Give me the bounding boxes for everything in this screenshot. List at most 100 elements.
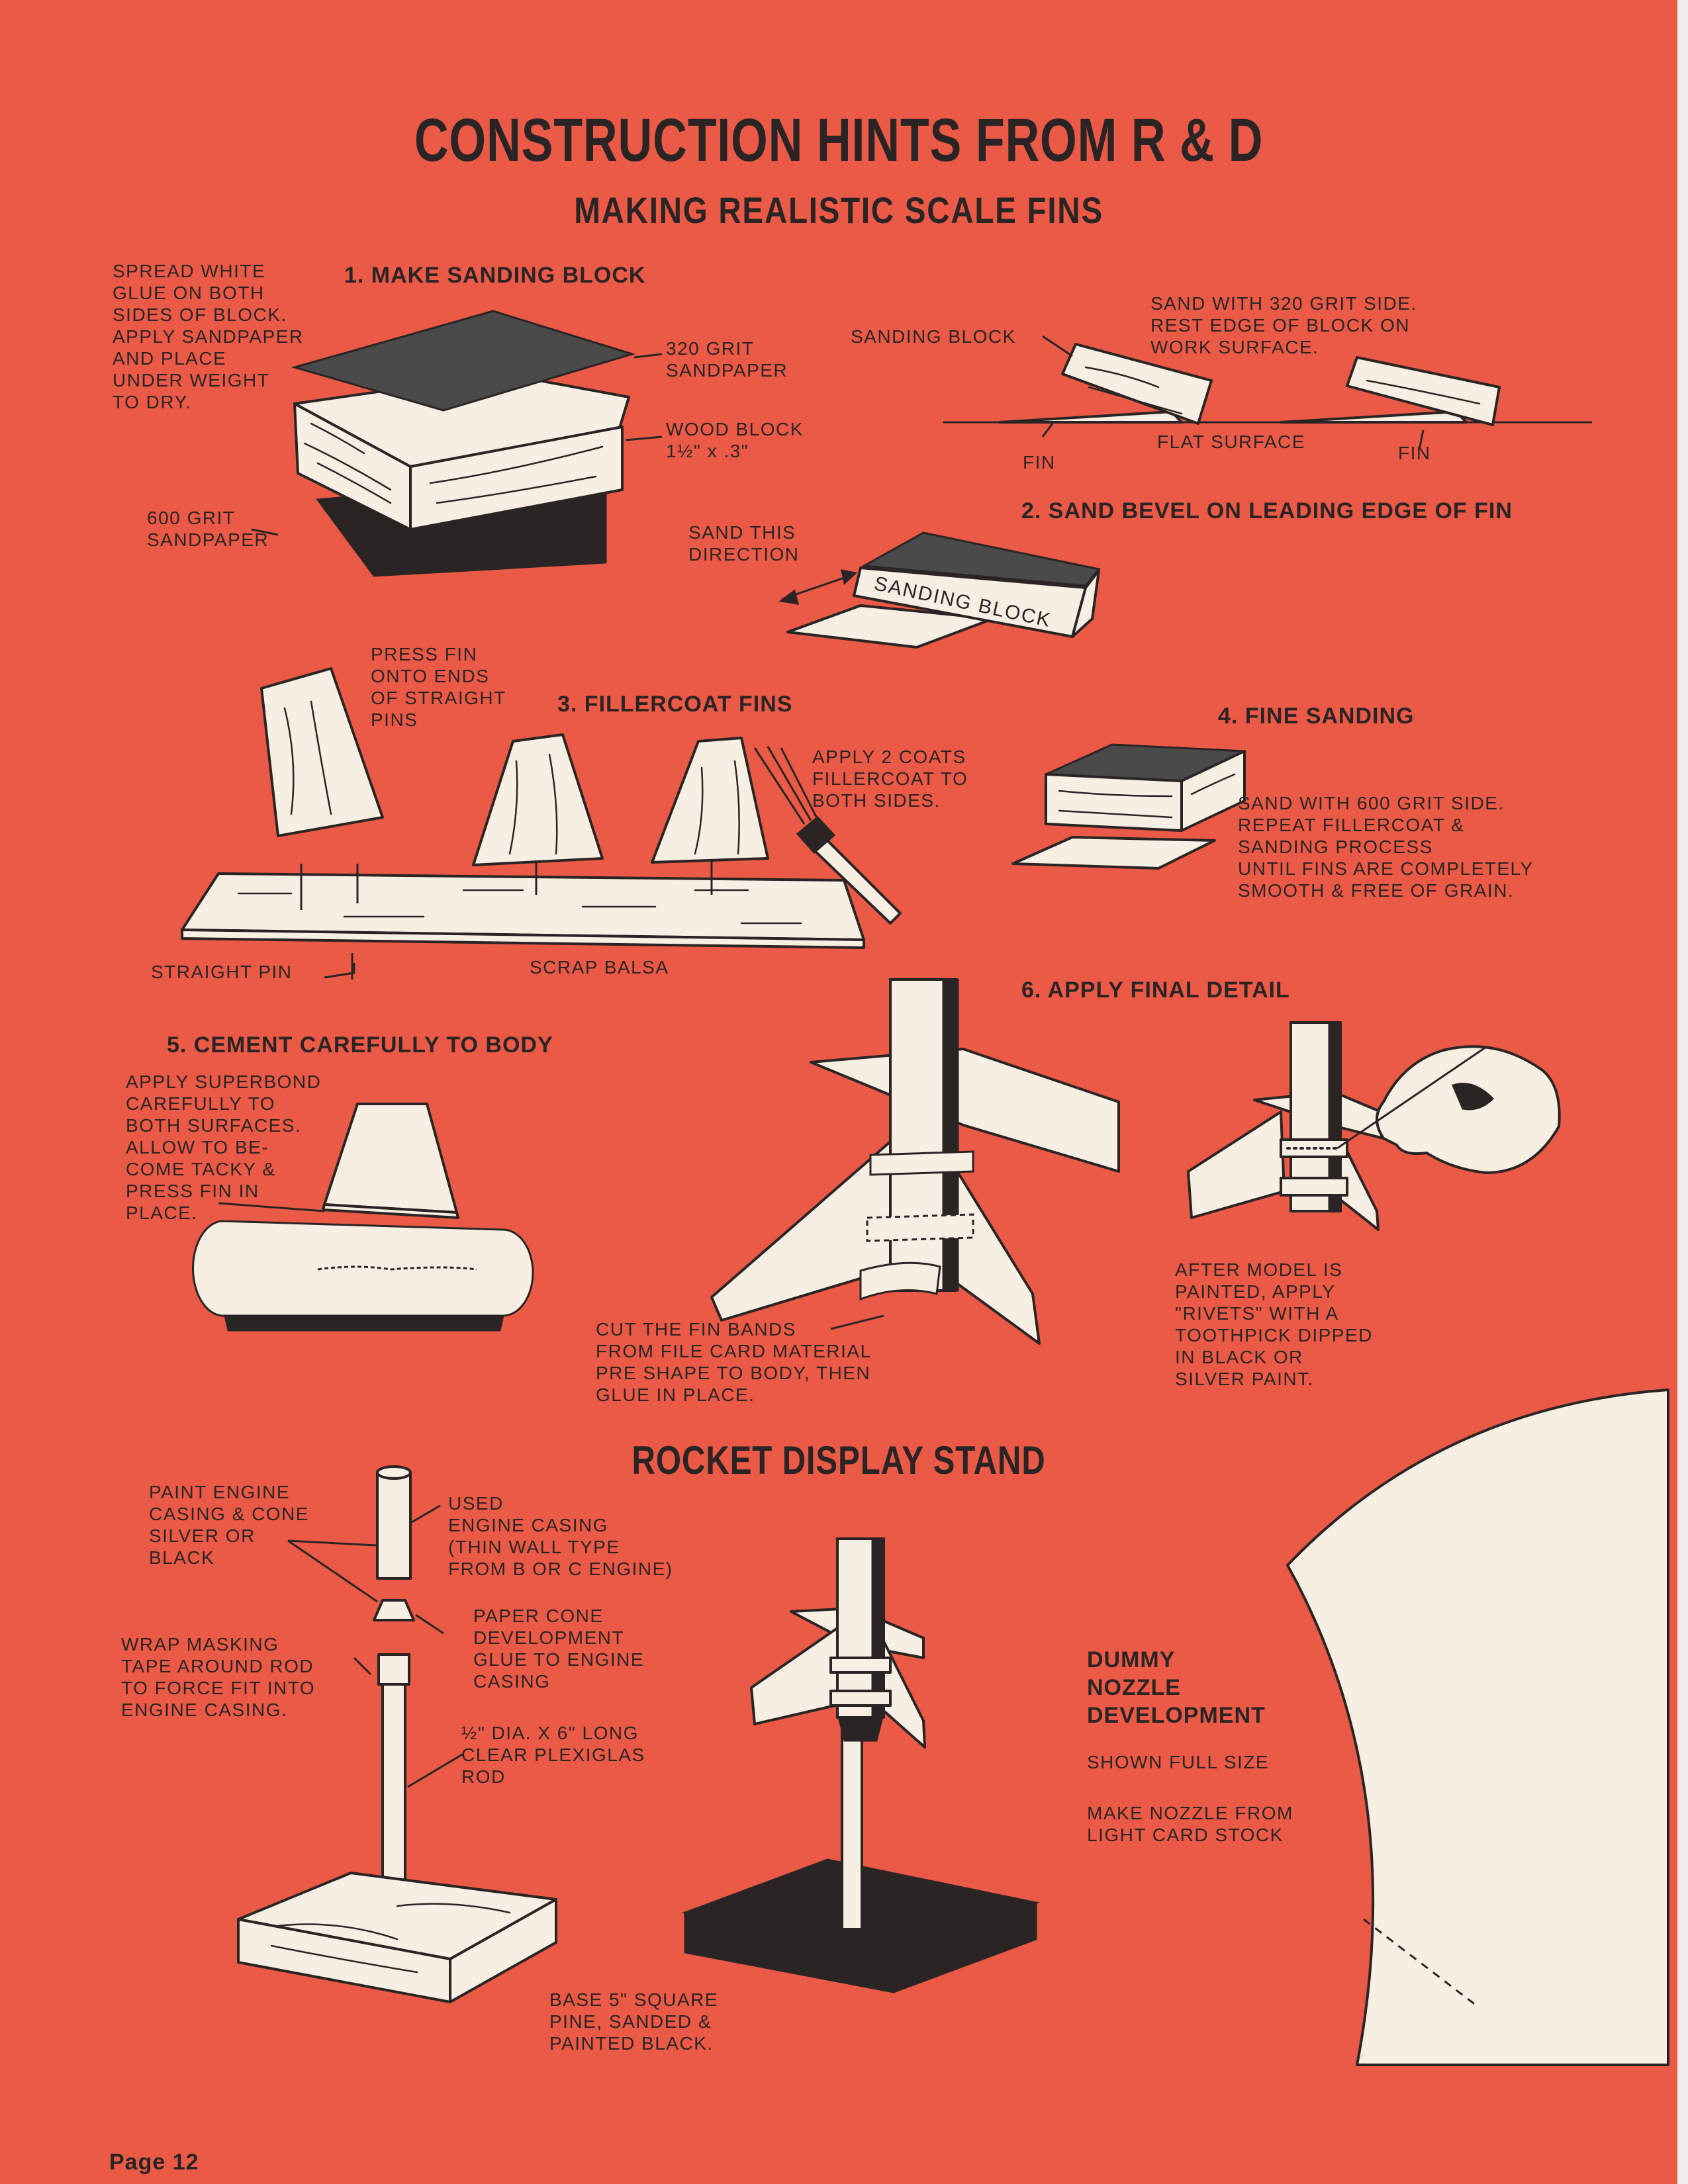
fin-right bbox=[1280, 410, 1468, 424]
superbond-note: APPLY SUPERBOND CAREFULLY TO BOTH SURFAC… bbox=[126, 1071, 322, 1223]
sanding-block-leaders bbox=[251, 353, 663, 536]
sand-direction-label: SAND THIS DIRECTION bbox=[688, 522, 800, 565]
used-casing-note: USED ENGINE CASING (THIN WALL TYPE FROM … bbox=[448, 1493, 673, 1579]
fin-band-top bbox=[869, 1150, 974, 1176]
paper-cone-note: PAPER CONE DEVELOPMENT GLUE TO ENGINE CA… bbox=[473, 1606, 645, 1692]
toothpick-line bbox=[1336, 1046, 1487, 1150]
page-number: Page 12 bbox=[109, 2150, 199, 2175]
glue-note: SPREAD WHITE GLUE ON BOTH SIDES OF BLOCK… bbox=[113, 261, 304, 412]
page-title: CONSTRUCTION HINTS FROM R & D bbox=[414, 107, 1264, 174]
nozzle-card-stock-note: MAKE NOZZLE FROM LIGHT CARD STOCK bbox=[1087, 1803, 1293, 1845]
fine-sanding-grain bbox=[1058, 773, 1236, 819]
step5-illustration bbox=[192, 1103, 534, 1332]
loose-fin-band bbox=[859, 1261, 941, 1301]
bevel-grain bbox=[1084, 366, 1481, 415]
paint-casing-note: PAINT ENGINE CASING & CONE SILVER OR BLA… bbox=[149, 1482, 309, 1568]
pen-tip-grip bbox=[1451, 1083, 1495, 1111]
display-stand-exploded bbox=[237, 1465, 557, 2003]
fine-sanding-fin bbox=[1011, 836, 1216, 870]
trapezoid-fin bbox=[323, 1103, 458, 1214]
sanding-block-end bbox=[1071, 569, 1100, 638]
wood-block-label: WOOD BLOCK 1½" x .3" bbox=[666, 419, 804, 461]
loose-fin bbox=[260, 667, 384, 837]
loose-fin-grain bbox=[283, 700, 332, 815]
apply-fillercoat-note: APPLY 2 COATS FILLERCOAT TO BOTH SIDES. bbox=[812, 747, 968, 811]
straight-pin-leader bbox=[324, 953, 355, 979]
base-side bbox=[449, 1898, 557, 2003]
flat-surface-label: FLAT SURFACE bbox=[1157, 432, 1305, 452]
trapezoid-fin-edge bbox=[322, 1203, 459, 1219]
step2-heading: 2. SAND BEVEL ON LEADING EDGE OF FIN bbox=[1021, 498, 1513, 523]
grit600-label: 600 GRIT SANDPAPER bbox=[147, 508, 269, 550]
bevel-block-left bbox=[1061, 343, 1213, 425]
wood-block-side bbox=[409, 426, 624, 531]
press-fin-note: PRESS FIN ONTO ENDS OF STRAIGHT PINS bbox=[371, 644, 506, 730]
masking-tape bbox=[377, 1653, 410, 1686]
stand-band-top bbox=[829, 1657, 892, 1674]
fin-right-label: FIN bbox=[1398, 443, 1431, 463]
step4-illustration bbox=[1011, 743, 1246, 870]
paint-brush-ferrule bbox=[796, 815, 836, 854]
step5-heading: 5. CEMENT CAREFULLY TO BODY bbox=[167, 1032, 553, 1058]
masking-tape-note: WRAP MASKING TAPE AROUND ROD TO FORCE FI… bbox=[121, 1634, 316, 1720]
base-grain bbox=[270, 1903, 511, 1974]
fine-sanding-note: SAND WITH 600 GRIT SIDE. REPEAT FILLERCO… bbox=[1238, 793, 1534, 901]
grit320-label: 320 GRIT SANDPAPER bbox=[666, 338, 788, 381]
board-grain bbox=[237, 889, 802, 925]
black-base-side bbox=[892, 1901, 1037, 1994]
page-subtitle: MAKING REALISTIC SCALE FINS bbox=[574, 189, 1103, 231]
sandpaper-320-sheet bbox=[291, 310, 636, 412]
mounted-fin-1 bbox=[472, 733, 604, 866]
nozzle-shown-full-size: SHOWN FULL SIZE bbox=[1087, 1752, 1270, 1772]
step6-heading: 6. APPLY FINAL DETAIL bbox=[1021, 978, 1290, 1003]
cement-leader bbox=[218, 1202, 325, 1212]
paper-cone bbox=[373, 1599, 415, 1621]
straight-pin-label: STRAIGHT PIN bbox=[151, 962, 293, 982]
wood-grain bbox=[303, 422, 604, 504]
bevel-sanding-block-label: SANDING BLOCK bbox=[851, 326, 1016, 347]
right-fin bbox=[952, 1163, 1041, 1345]
glue-line bbox=[317, 1265, 477, 1271]
detail-body-shade bbox=[1328, 1021, 1342, 1212]
display-stand-assembled bbox=[681, 1537, 1040, 1994]
fin-left bbox=[998, 410, 1183, 424]
sanding-block-top bbox=[861, 531, 1101, 587]
dummy-nozzle bbox=[838, 1718, 883, 1742]
body-tube-shadow bbox=[224, 1314, 504, 1332]
step3-heading: 3. FILLERCOAT FINS bbox=[557, 692, 793, 717]
body-tube-shade bbox=[942, 978, 959, 1292]
fine-sanding-block-side bbox=[1180, 750, 1246, 832]
nozzle-template bbox=[1286, 1388, 1669, 2066]
display-stand-heading: ROCKET DISPLAY STAND bbox=[632, 1438, 1046, 1482]
step1-heading: 1. MAKE SANDING BLOCK bbox=[344, 263, 646, 288]
step3-illustration bbox=[181, 667, 902, 979]
step2-illustration: SANDING BLOCK bbox=[778, 531, 1101, 649]
base-note: BASE 5" SQUARE PINE, SANDED & PAINTED BL… bbox=[549, 1989, 719, 2054]
stand-rod bbox=[841, 1713, 863, 1931]
rivets-note: AFTER MODEL IS PAINTED, APPLY "RIVETS" W… bbox=[1175, 1259, 1373, 1389]
stand-band-bottom bbox=[829, 1690, 892, 1707]
fin-band-leader bbox=[830, 1314, 884, 1330]
engine-casing bbox=[376, 1471, 412, 1580]
engine-casing-top bbox=[376, 1465, 412, 1480]
scrap-balsa-label: SCRAP BALSA bbox=[530, 957, 669, 978]
mounted-fin-grain bbox=[508, 753, 740, 855]
direction-arrow-head-right bbox=[841, 569, 858, 585]
nozzle-glue-tab-line bbox=[1363, 1918, 1477, 2007]
rod-note: ½" DIA. X 6" LONG CLEAR PLEXIGLAS ROD bbox=[461, 1723, 645, 1787]
scrap-balsa-edge bbox=[181, 929, 865, 949]
direction-arrow-head-left bbox=[778, 589, 800, 605]
fin-bands-illustration bbox=[710, 978, 1120, 1345]
nozzle-arc-shape bbox=[1286, 1388, 1669, 2066]
exploded-leaders bbox=[287, 1504, 464, 1788]
scrap-balsa-board bbox=[181, 872, 865, 941]
mounted-fin-2 bbox=[651, 737, 769, 864]
stand-left-fin bbox=[750, 1627, 842, 1725]
fine-sanding-block-front bbox=[1045, 773, 1183, 832]
nozzle-heading: DUMMY NOZZLE DEVELOPMENT bbox=[1087, 1647, 1266, 1728]
fin-left-label: FIN bbox=[1023, 452, 1056, 473]
paint-brush-bristles bbox=[753, 746, 819, 825]
step6-illustration bbox=[1187, 1021, 1561, 1231]
